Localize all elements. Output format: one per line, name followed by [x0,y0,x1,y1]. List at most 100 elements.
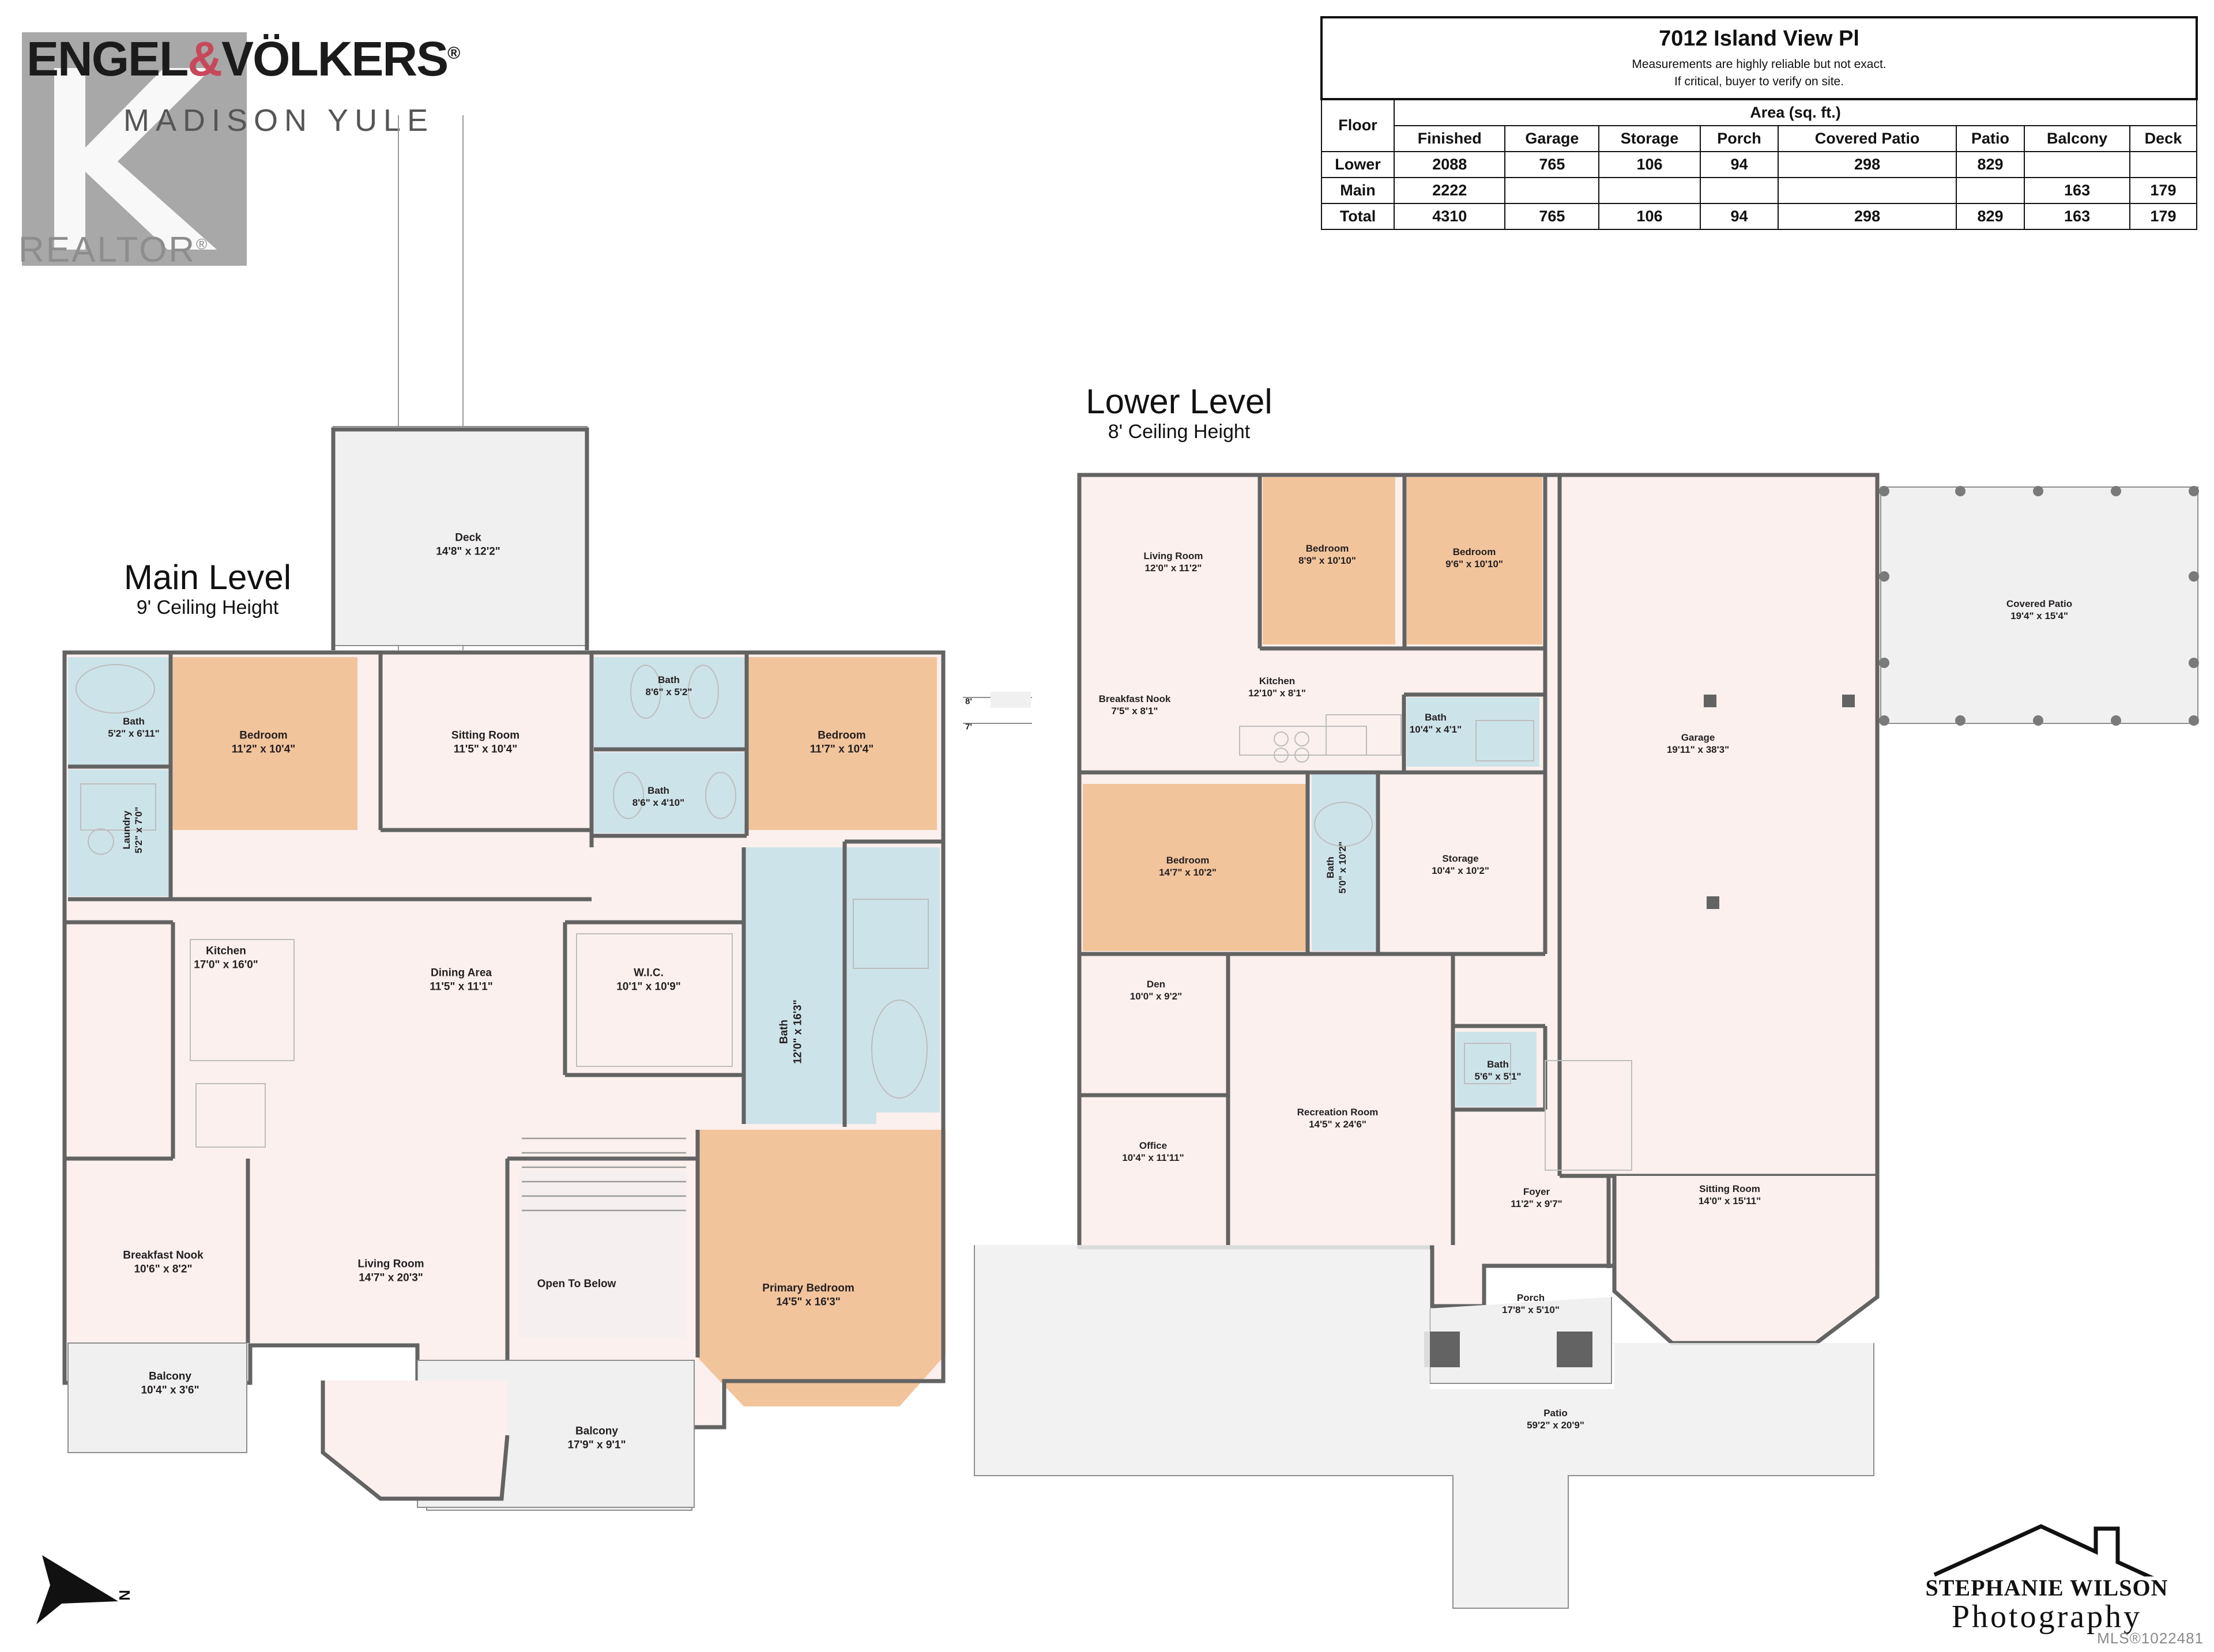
room-name: Bedroom [1166,854,1210,866]
measurement-disclaimer: Measurements are highly reliable but not… [1323,56,2196,91]
room-dim: 12'10" x 8'1" [1248,688,1306,699]
room-label-bedroom-main-1: Bedroom 11'2" x 10'4" [232,729,296,756]
room-dim: 10'1" x 10'9" [616,980,681,993]
room-dim: 14'0" x 15'11" [1698,1195,1761,1206]
room-label-balcony-main-2: Balcony 17'9" x 9'1" [567,1424,626,1452]
room-label-foyer-lower: Foyer 11'2" x 9'7" [1511,1186,1562,1210]
main-covered-patio [1778,176,1957,204]
house-roof-icon [1933,1524,2154,1576]
room-dim: 10'0" x 9'2" [1129,991,1183,1002]
main-balcony: 163 [2024,176,2130,204]
mls-number: MLS®1022481 [2097,1630,2204,1647]
room-name: Garage [1681,731,1715,743]
table-row: Total 4310 765 106 94 298 829 163 179 [1321,202,2198,230]
room-dim: 14'5" x 16'3" [776,1296,841,1308]
room-dim: 12'0" x 11'2" [1144,563,1202,574]
room-label-living-room-lower: Living Room 12'0" x 11'2" [1144,550,1203,575]
lower-deck [2129,150,2198,178]
room-name: Bath [778,1019,790,1044]
table-row: Lower 2088 765 106 94 298 829 [1321,150,2198,178]
lower-garage: 765 [1504,150,1600,178]
room-dim: 8'6" x 4'10" [632,797,685,808]
room-name: Living Room [1143,550,1203,561]
photographer-subtitle: Photography [1951,1599,2143,1635]
room-dim: 11'7" x 10'4" [809,743,874,755]
header-porch: Porch [1699,125,1779,152]
room-dim: 10'4" x 10'2" [1432,865,1489,876]
room-dim: 10'4" x 3'6" [141,1384,199,1396]
room-label-sitting-room-lower: Sitting Room 14'0" x 15'11" [1699,1183,1761,1208]
brand-name-part2: VÖLKERS [221,32,449,86]
room-label-breakfast-nook-lower: Breakfast Nook 7'5" x 8'1" [1099,693,1171,718]
room-label-bath-lower-2: Bath 5'0" x 10'2" [1324,842,1349,893]
room-label-kitchen-lower: Kitchen 12'10" x 8'1" [1248,675,1306,700]
room-name: Bedroom [1452,546,1496,557]
lower-covered-patio: 298 [1778,150,1957,178]
room-name: Patio [1543,1407,1568,1419]
room-label-kitchen-main: Kitchen 17'0" x 16'0" [194,944,258,972]
room-dim: 14'7" x 20'3" [359,1272,423,1284]
room-name: Kitchen [206,945,246,957]
engel-volkers-logo: ENGEL&VÖLKERS® MADISON YULE REALTOR® [10,10,622,299]
room-name: Porch [1516,1292,1545,1303]
header-deck: Deck [2129,125,2198,152]
room-name: Office [1139,1140,1168,1151]
room-label-den-lower: Den 10'0" x 9'2" [1130,978,1182,1003]
lower-level-edge-note-2: 7' [965,722,972,732]
room-dim: 11'2" x 9'7" [1511,1198,1562,1209]
room-name: Living Room [357,1258,424,1270]
main-garage [1504,176,1600,204]
room-name: Balcony [149,1370,191,1383]
room-name: Bath [1425,711,1447,723]
realtor-registered-mark: ® [196,235,209,253]
room-dim: 5'2" x 6'11" [108,728,160,739]
room-name: Covered Patio [2006,598,2073,609]
room-label-breakfast-nook-main: Breakfast Nook 10'6" x 8'2" [123,1249,203,1276]
room-label-bath-lower-3: Bath 5'6" x 5'1" [1475,1058,1522,1083]
room-name: Storage [1442,853,1479,864]
header-garage: Garage [1504,125,1600,152]
table-column-header-row: Finished Garage Storage Porch Covered Pa… [1321,125,2198,152]
room-name: Bath [658,674,680,685]
room-name: Open To Below [537,1278,616,1291]
room-label-bedroom-main-2: Bedroom 11'7" x 10'4" [810,729,874,756]
photographer-logo: STEPHANIE WILSON Photography [1903,1522,2191,1637]
room-name: Den [1146,978,1166,990]
realtor-text: REALTOR [18,230,197,270]
room-name: Primary Bedroom [762,1282,854,1295]
main-level-title: Main Level [123,558,292,597]
room-dim: 10'4" x 4'1" [1409,724,1462,735]
room-dim: 8'6" x 5'2" [645,687,692,697]
room-dim: 17'9" x 9'1" [567,1439,626,1451]
room-name: Bath [647,784,669,796]
room-name: Recreation Room [1297,1106,1379,1118]
photographer-name: STEPHANIE WILSON [1925,1575,2168,1601]
room-dim: 59'2" x 20'9" [1527,1420,1584,1431]
row-label-total: Total [1321,202,1395,230]
room-label-bath-main-2: Bath 8'6" x 5'2" [646,674,692,699]
lower-level-caption: Lower Level 8' Ceiling Height [1078,383,1280,443]
header-covered-patio: Covered Patio [1778,125,1957,152]
room-name: Bedroom [818,729,866,742]
room-label-office-lower: Office 10'4" x 11'11" [1122,1140,1184,1164]
room-dim: 5'0" x 10'2" [1337,841,1348,894]
room-dim: 11'2" x 10'4" [231,743,296,755]
brand-name-part1: ENGEL [27,32,189,86]
main-patio [1955,176,2025,204]
room-dim: 5'6" x 5'1" [1474,1071,1522,1082]
room-label-dining-area-main: Dining Area 11'5" x 11'1" [430,966,492,994]
total-deck: 179 [2129,202,2198,230]
room-label-bedroom-lower-1: Bedroom 8'9" x 10'10" [1298,542,1356,567]
header-storage: Storage [1598,125,1701,152]
room-label-primary-bedroom-main: Primary Bedroom 14'5" x 16'3" [762,1281,854,1309]
row-label-main: Main [1321,176,1395,204]
brand-wordmark: ENGEL&VÖLKERS® [27,32,460,86]
room-label-bedroom-lower-3: Bedroom 14'7" x 10'2" [1159,854,1217,879]
disclaimer-line-1: Measurements are highly reliable but not… [1632,58,1887,71]
room-label-laundry-main: Laundry 5'2" x 7'0" [121,807,145,854]
room-name: Breakfast Nook [123,1249,204,1262]
property-address: 7012 Island View Pl [1659,27,1859,51]
room-label-bath-main-1: Bath 5'2" x 6'11" [108,715,159,740]
brand-registered-mark: ® [447,44,460,63]
room-name: Kitchen [1259,675,1296,687]
